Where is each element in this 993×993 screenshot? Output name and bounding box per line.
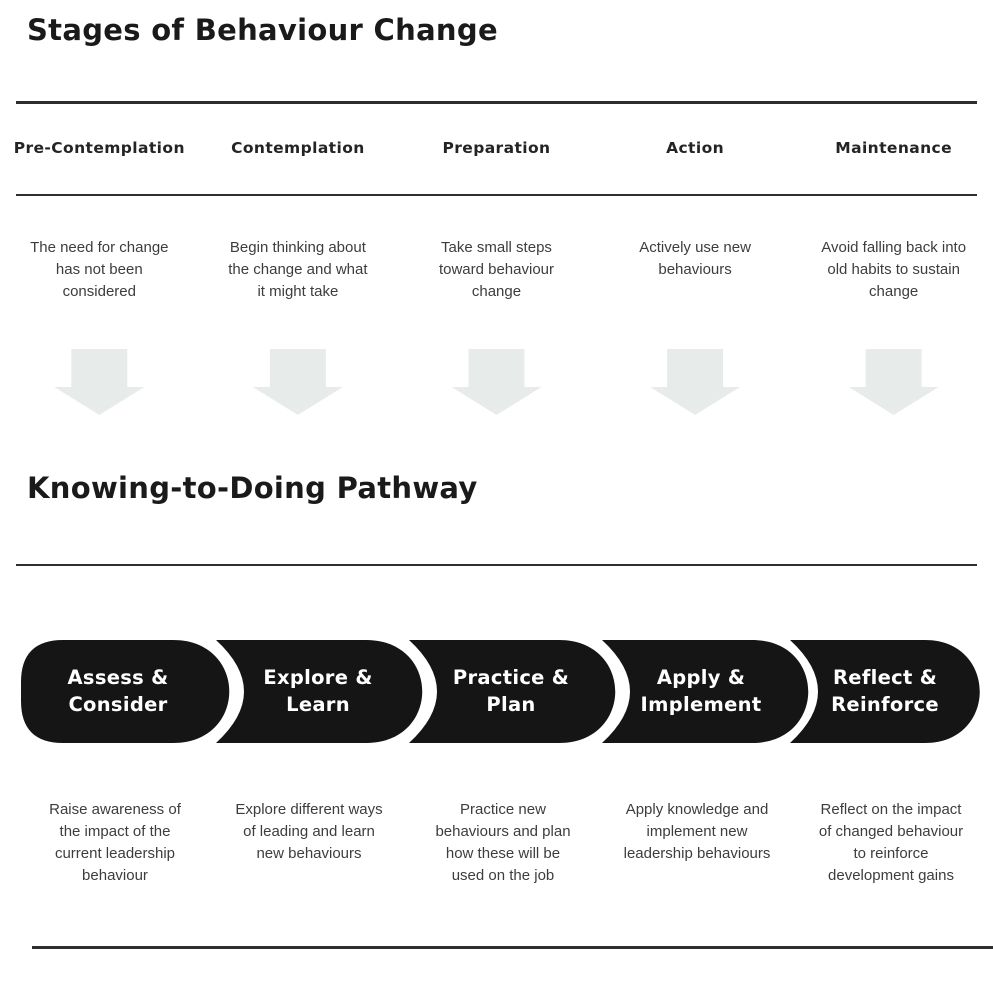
stage-description-contemplation: Begin thinking about the change and what… [228,239,368,300]
stage-description-pre-contemplation: The need for change has not been conside… [30,239,169,300]
divider-under-pathway-title [16,564,977,566]
pathway-description-assess-consider: Raise awareness of the impact of the cur… [49,801,181,884]
pathway-step-shape-assess-consider [21,640,230,743]
divider-under-headers [16,194,977,196]
divider-top [16,101,977,104]
down-arrow-icon [650,349,741,415]
pathway-step-label-practice-plan: Practice & Plan [452,666,570,716]
pathway-description-row: Raise awareness of the impact of the cur… [18,799,988,887]
pathway-description-practice-plan: Practice new behaviours and plan how the… [435,801,571,884]
stage-description-maintenance: Avoid falling back into old habits to su… [821,239,967,300]
pathway-steps-graphic [21,640,980,743]
pathway-step-shape-apply-implement [602,640,809,743]
pathway-description-apply-implement: Apply knowledge and implement new leader… [623,801,771,862]
stage-description-preparation: Take small steps toward behaviour change [438,239,555,300]
stage-description-row: The need for change has not been conside… [0,237,993,303]
down-arrow-icon [54,349,145,415]
pathway-step-label-apply-implement: Apply & Implement [640,666,762,716]
pathway-description-explore-learn: Explore different ways of leading and le… [235,801,383,862]
down-arrow-icon [848,349,939,415]
stage-header-row: Pre-Contemplation Contemplation Preparat… [0,139,993,157]
pathway-step-shape-practice-plan [409,640,616,743]
stage-header-maintenance: Maintenance [835,139,953,157]
down-arrow-icon [451,349,542,415]
pathway-step-shape-explore-learn [216,640,423,743]
down-arrow-icon [252,349,343,415]
pathway-step-label-reflect-reinforce: Reflect & Reinforce [831,666,939,716]
pathway-step-label-assess-consider: Assess & Consider [67,666,169,716]
arrow-row [0,349,993,416]
pathway-title: Knowing-to-Doing Pathway [27,471,478,505]
stage-header-action: Action [666,139,725,157]
stage-header-pre-contemplation: Pre-Contemplation [13,139,185,157]
pathway-description-reflect-reinforce: Reflect on the impact of changed behavio… [818,801,964,884]
stage-description-action: Actively use new behaviours [639,239,751,278]
stage-header-preparation: Preparation [442,139,551,157]
divider-bottom [32,946,993,949]
stage-header-contemplation: Contemplation [231,139,365,157]
behaviour-change-title: Stages of Behaviour Change [27,13,498,47]
pathway-step-label-explore-learn: Explore & Learn [263,666,373,716]
pathway-step-shape-reflect-reinforce [790,640,980,743]
